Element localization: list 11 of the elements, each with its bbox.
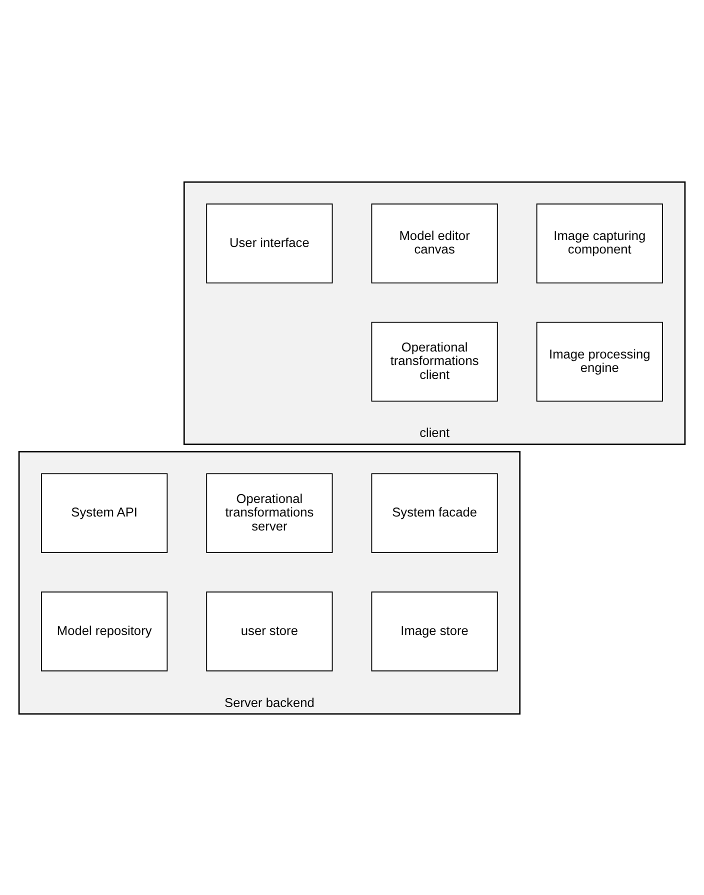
node-box: Image store xyxy=(371,591,498,671)
node-box: System API xyxy=(41,472,168,553)
node-box: Image capturing component xyxy=(536,203,663,283)
node-box: User interface xyxy=(206,203,333,283)
node-box: user store xyxy=(206,591,333,671)
node-box: Operational transformations server xyxy=(206,472,333,553)
node-box: Model editor canvas xyxy=(371,203,498,283)
node-box: Operational transformations client xyxy=(371,321,498,402)
node-box: Image processing engine xyxy=(536,321,663,402)
node-box: System facade xyxy=(371,472,498,553)
node-box: Model repository xyxy=(41,591,168,671)
